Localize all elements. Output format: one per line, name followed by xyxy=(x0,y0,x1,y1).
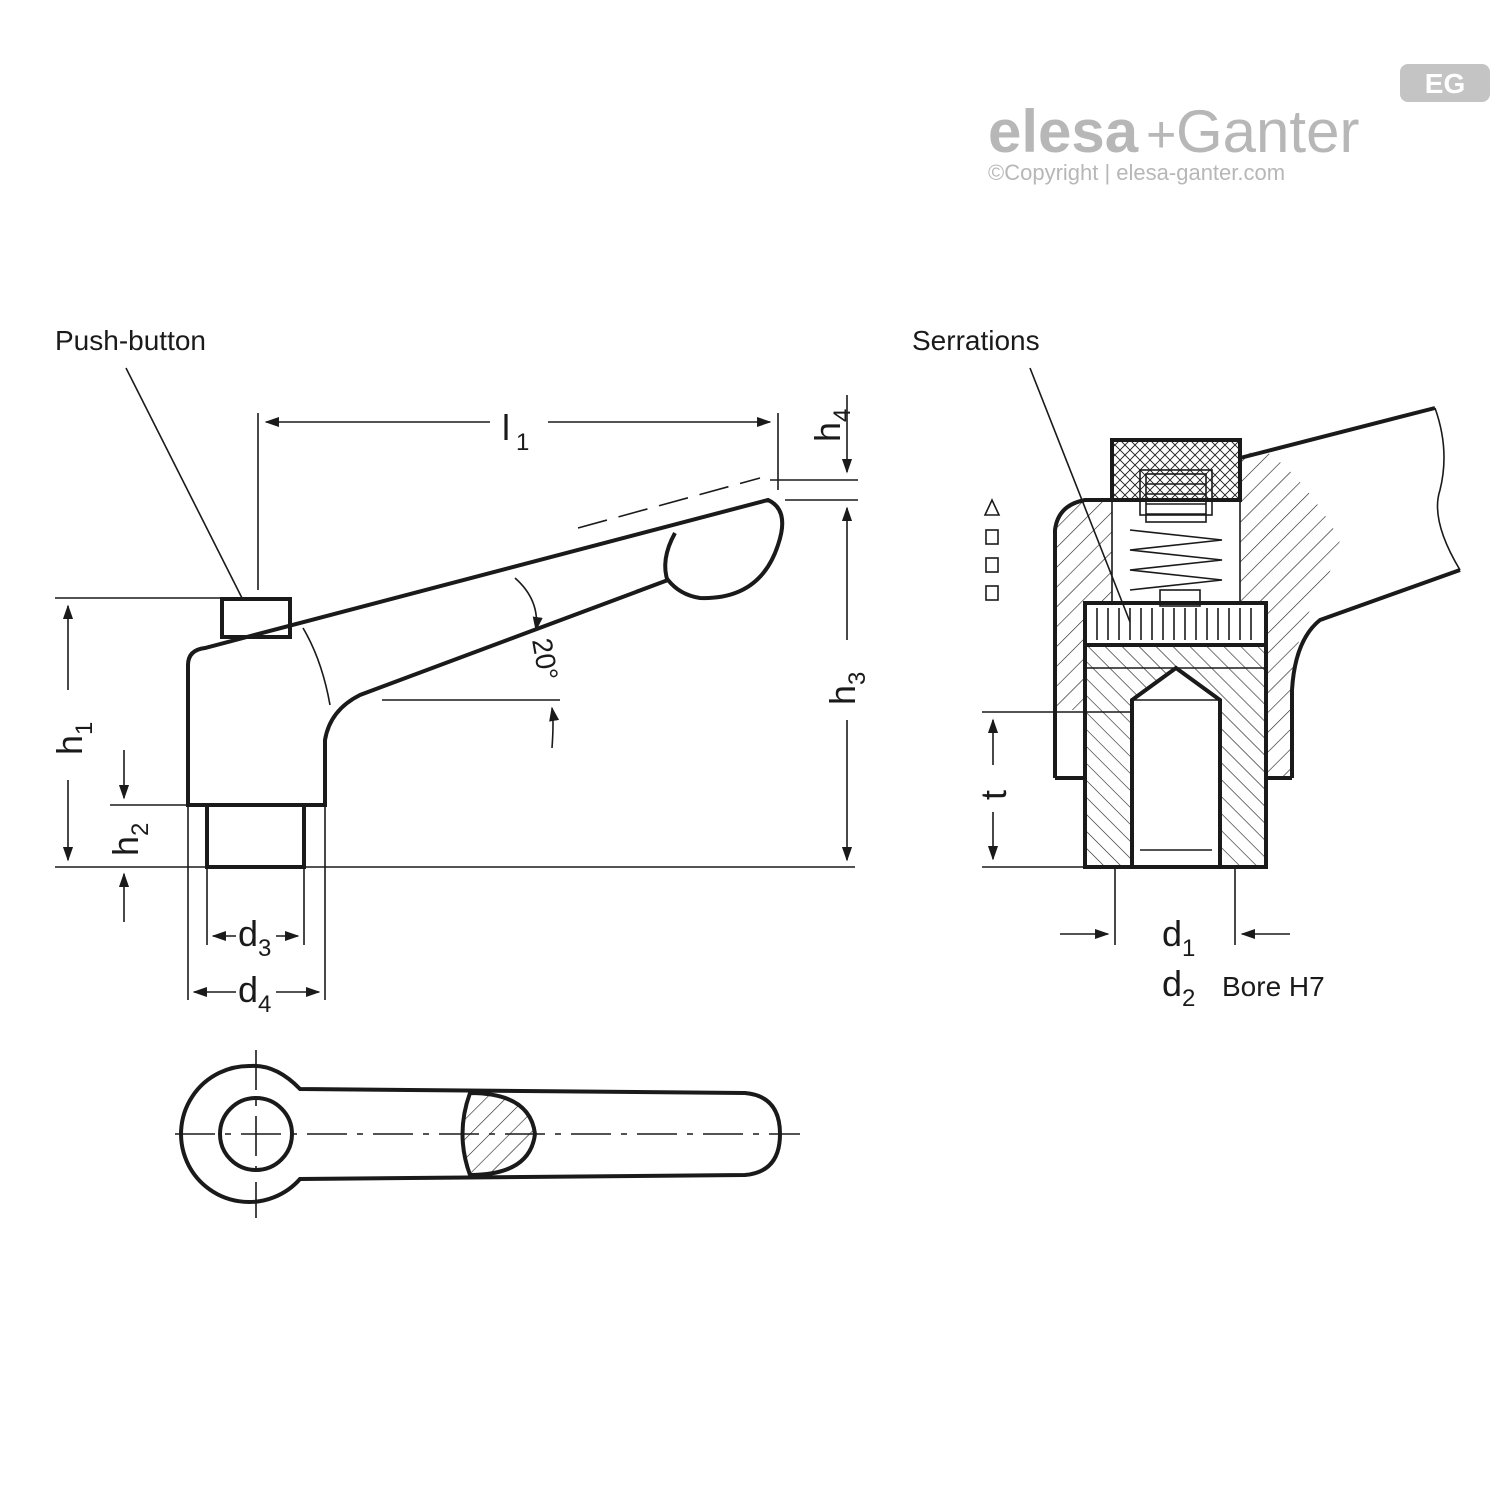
lever-top-outline xyxy=(179,1063,783,1204)
svg-text:4: 4 xyxy=(829,409,856,422)
serration-ring xyxy=(1083,601,1268,647)
svg-text:1: 1 xyxy=(71,722,98,735)
push-button-label: Push-button xyxy=(55,325,206,356)
brand-badge: EG xyxy=(1400,64,1490,102)
svg-text:3: 3 xyxy=(844,672,871,685)
svg-text:h: h xyxy=(49,735,90,755)
dim-h2: h 2 xyxy=(105,823,154,856)
svg-text:d: d xyxy=(238,913,258,954)
dim-d3: d 3 xyxy=(238,913,271,962)
threaded-stem xyxy=(1145,473,1207,523)
lever-arm-bottom xyxy=(1290,568,1461,778)
lever-arm-top xyxy=(1239,406,1436,460)
dim-l1: l 1 xyxy=(502,407,529,456)
svg-text:1: 1 xyxy=(516,429,529,456)
bore-label: Bore H7 xyxy=(1222,971,1325,1002)
cross-section-hatch xyxy=(460,1090,538,1178)
top-view xyxy=(175,1050,800,1218)
serrations-label: Serrations xyxy=(912,325,1040,356)
svg-text:h: h xyxy=(822,685,863,705)
section-view: t d 1 d 2 Bore H7 Serrations xyxy=(912,325,1461,1012)
dim-d4: d 4 xyxy=(238,969,271,1018)
svg-text:1: 1 xyxy=(1182,935,1195,962)
dim-h4: h 4 xyxy=(807,409,856,442)
bore-outline xyxy=(1130,665,1222,867)
svg-text:2: 2 xyxy=(127,823,154,836)
push-button-leader xyxy=(125,367,244,601)
spring-shape xyxy=(1129,529,1223,591)
hub-section xyxy=(1083,643,1268,869)
lever-raised-outline xyxy=(577,477,761,529)
svg-text:h: h xyxy=(807,422,848,442)
brand-plus: + xyxy=(1146,106,1176,164)
brand-logo: EG elesa + Ganter ©Copyright | elesa-gan… xyxy=(988,64,1490,185)
svg-text:d: d xyxy=(1162,913,1182,954)
housing-left-outline xyxy=(1053,498,1112,778)
bore-circle xyxy=(218,1096,294,1172)
svg-text:2: 2 xyxy=(1182,985,1195,1012)
svg-text:EG: EG xyxy=(1425,68,1465,99)
dim-h3: h 3 xyxy=(822,672,871,705)
hub-shape xyxy=(205,803,306,869)
dim-d2: d 2 xyxy=(1162,963,1195,1012)
dim-t: t xyxy=(973,790,1014,800)
angle-label: 20° xyxy=(526,636,564,683)
brand-name-ganter: Ganter xyxy=(1176,98,1359,165)
dim-h1: h 1 xyxy=(49,722,98,755)
dim-d1: d 1 xyxy=(1162,913,1195,962)
lever-neck-curve xyxy=(302,627,331,706)
copyright-text: ©Copyright | elesa-ganter.com xyxy=(988,160,1285,185)
svg-text:4: 4 xyxy=(258,991,271,1018)
push-button-shape xyxy=(220,597,292,639)
direction-indicator xyxy=(983,498,1001,601)
svg-text:h: h xyxy=(105,836,146,856)
svg-text:d: d xyxy=(1162,963,1182,1004)
lever-knob-curve xyxy=(663,532,677,583)
svg-text:3: 3 xyxy=(258,935,271,962)
side-view: h 1 h 2 l 1 h 4 h 3 xyxy=(49,325,871,1018)
lever-body xyxy=(186,497,785,807)
svg-text:l: l xyxy=(502,407,510,448)
brand-name-elesa: elesa xyxy=(988,98,1139,165)
serrations-leader xyxy=(1029,367,1131,623)
svg-text:d: d xyxy=(238,969,258,1010)
